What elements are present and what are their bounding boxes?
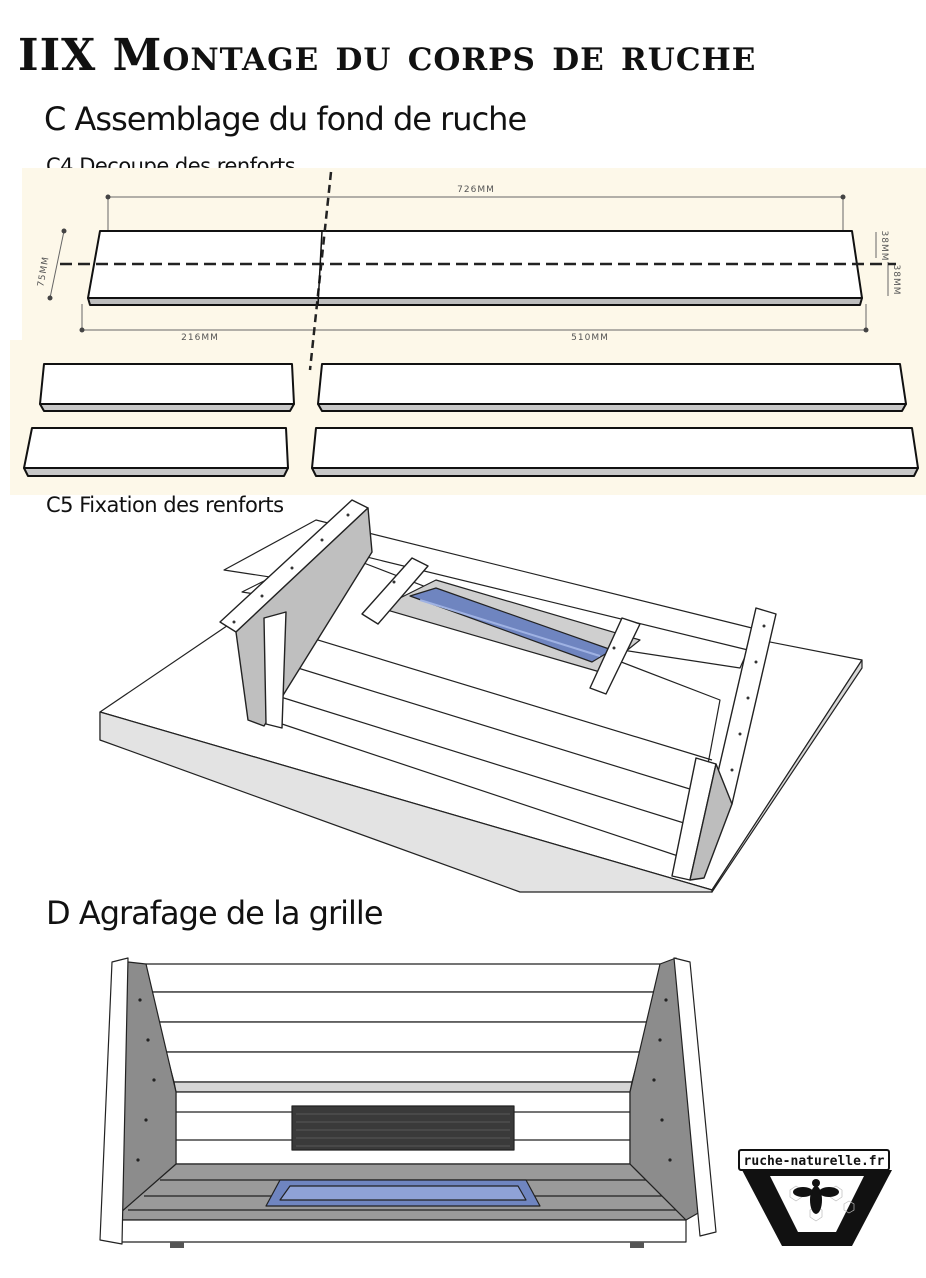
page-title: IIX Montage du corps de ruche xyxy=(18,30,757,81)
dim-thickness-top: 38MM xyxy=(879,231,889,262)
dim-cut-left: 216MM xyxy=(181,333,219,343)
logo-bee-emblem xyxy=(742,1170,892,1246)
dim-length: 726MM xyxy=(457,185,495,195)
dim-cut-right: 510MM xyxy=(571,333,609,343)
section-d-heading: D Agrafage de la grille xyxy=(46,894,383,932)
c4-cut-drawing: 726MM 75MM 38MM 38MM 216MM 510MM xyxy=(23,171,919,477)
dim-thickness-side: 38MM xyxy=(891,265,901,296)
section-c5-heading: C5 Fixation des renforts xyxy=(46,493,284,517)
section-c-heading: C Assemblage du fond de ruche xyxy=(44,100,527,138)
c5-assembly-drawing xyxy=(99,499,863,893)
logo-website-label[interactable]: ruche-naturelle.fr xyxy=(738,1149,890,1171)
